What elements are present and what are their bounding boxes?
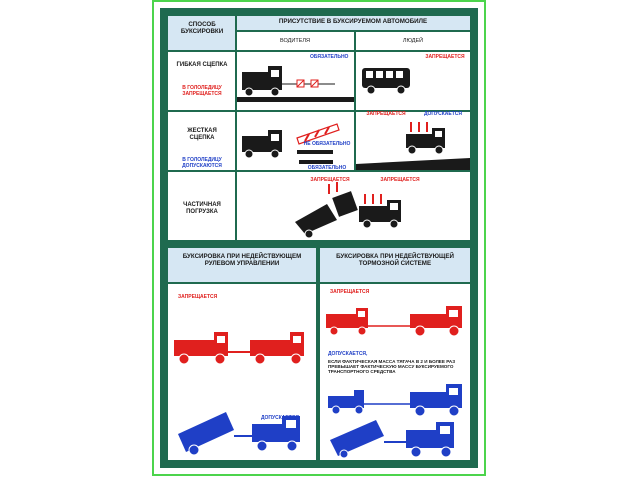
- rigid-driver-status-1: НЕ ОБЯЗАТЕЛЬНО: [303, 141, 351, 147]
- flexible-label-cell: [168, 52, 235, 110]
- rigid-driver-cell: [237, 112, 354, 170]
- partial-illustration-cell: [237, 172, 470, 240]
- truck-icon: [406, 422, 454, 458]
- truck-icon: [410, 384, 462, 417]
- rigid-people-cell: [356, 112, 470, 170]
- method-header-title: СПОСОБ БУКСИРОВКИ: [180, 21, 224, 35]
- steering-forbidden: ЗАПРЕЩАЕТСЯ: [178, 294, 218, 300]
- flexible-people-cell: [356, 52, 470, 110]
- brake-header-cell: [320, 248, 470, 282]
- rigid-people-allowed: ДОПУСКАЕТСЯ: [423, 111, 463, 117]
- people-header-label: ЛЮДЕЙ: [402, 38, 424, 44]
- truck-icon: [326, 308, 368, 336]
- steering-header-cell: [168, 248, 316, 282]
- truck-icon: [178, 412, 234, 456]
- truck-icon: [174, 332, 228, 365]
- rigid-driver-status-2: ОБЯЗАТЕЛЬНО: [307, 165, 347, 171]
- presence-header-title: ПРИСУТСТВИЕ В БУКСИРУЕМОМ АВТОМОБИЛЕ: [278, 18, 428, 25]
- driver-header-cell: [237, 32, 354, 50]
- rigid-ice-note: В ГОЛОЛЕДИЦУ ДОПУСКАЮТСЯ: [182, 157, 222, 169]
- partial-label-cell: [168, 172, 235, 240]
- steering-allowed: ДОПУСКАЕТСЯ: [260, 415, 300, 421]
- brake-illustration: [326, 306, 462, 459]
- flexible-driver-cell: [237, 52, 354, 110]
- truck-icon: [328, 390, 364, 415]
- people-header-cell: [356, 32, 470, 50]
- bus-icon: [362, 68, 410, 95]
- truck-icon: [295, 182, 358, 239]
- brake-content-cell: [320, 284, 470, 460]
- rigid-label-cell: [168, 112, 235, 170]
- method-header-cell: [168, 16, 235, 50]
- brake-allowed-word: ДОПУСКАЕТСЯ,: [328, 351, 368, 357]
- driver-header-label: ВОДИТЕЛЯ: [280, 38, 310, 44]
- brake-allowed-text: если фактическая масса тягача в 2 и боле…: [328, 359, 456, 375]
- steering-content-cell: [168, 284, 316, 460]
- truck-icon: [410, 306, 462, 337]
- truck-icon: [250, 332, 304, 365]
- poster-frame: СПОСОБ БУКСИРОВКИ ПРИСУТСТВИЕ В БУКСИРУЕ…: [152, 0, 486, 476]
- road-icon: [237, 97, 354, 102]
- flexible-ice-note: В ГОЛОЛЕДИЦУ ЗАПРЕЩАЕТСЯ: [182, 85, 222, 97]
- hazard-rope-marker-icon: [296, 79, 319, 88]
- brake-forbidden: ЗАПРЕЩАЕТСЯ: [330, 289, 370, 295]
- truck-icon: [252, 416, 300, 452]
- flexible-driver-illustration: [237, 66, 354, 102]
- partial-status-right: ЗАПРЕЩАЕТСЯ: [380, 177, 420, 183]
- rigid-people-forbidden: ЗАПРЕЩАЕТСЯ: [366, 111, 406, 117]
- steering-illustration: [174, 332, 304, 456]
- flexible-hitch-label: ГИБКАЯ СЦЕПКА: [176, 62, 228, 68]
- partial-status-left: ЗАПРЕЩАЕТСЯ: [310, 177, 350, 183]
- rigid-people-illustration: [356, 122, 470, 170]
- tow-bar-icon: [296, 123, 340, 164]
- partial-loading-illustration: [295, 182, 401, 239]
- brake-header-title: БУКСИРОВКА ПРИ НЕДЕЙСТВУЮЩЕЙ ТОРМОЗНОЙ С…: [336, 253, 454, 267]
- truck-icon: [359, 194, 401, 229]
- truck-icon: [330, 420, 384, 459]
- bus-illustration: [362, 68, 410, 95]
- road-icon: [356, 158, 470, 170]
- truck-icon: [242, 130, 282, 159]
- rigid-hitch-label: ЖЕСТКАЯ СЦЕПКА: [187, 128, 217, 141]
- flexible-driver-status: ОБЯЗАТЕЛЬНО: [310, 54, 349, 60]
- presence-header-cell: [237, 16, 470, 30]
- partial-loading-label: ЧАСТИЧНАЯ ПОГРУЗКА: [183, 202, 221, 215]
- towing-rules-poster: СПОСОБ БУКСИРОВКИ ПРИСУТСТВИЕ В БУКСИРУЕ…: [160, 8, 478, 468]
- rigid-driver-illustration: [242, 123, 340, 164]
- flexible-people-status: ЗАПРЕЩАЕТСЯ: [425, 54, 465, 60]
- steering-header-title: БУКСИРОВКА ПРИ НЕДЕЙСТВУЮЩЕМ РУЛЕВОМ УПР…: [182, 253, 302, 267]
- truck-icon: [242, 66, 282, 97]
- truck-icon: [406, 122, 445, 155]
